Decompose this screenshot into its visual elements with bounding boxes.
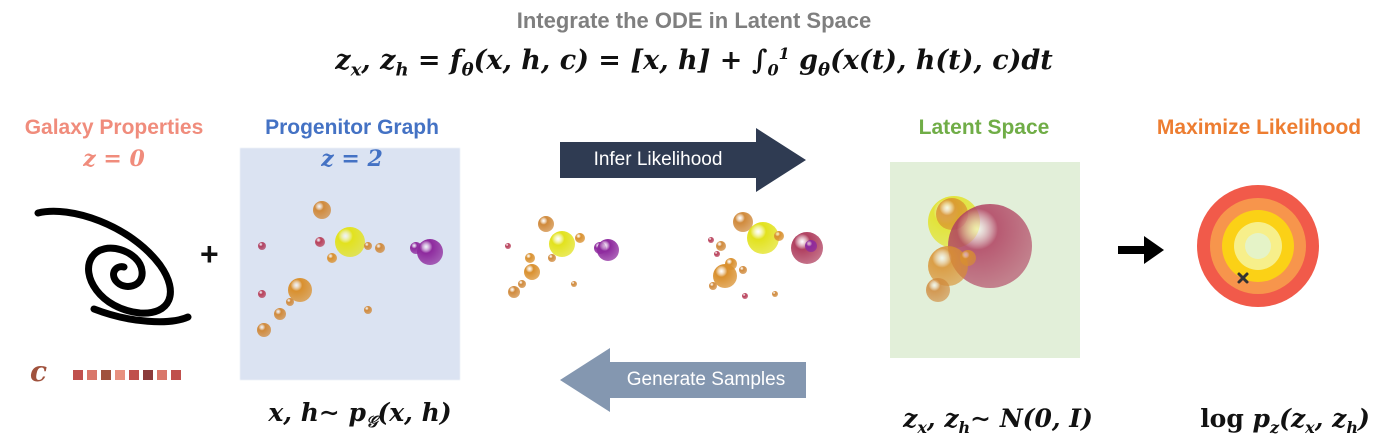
node-sphere <box>505 243 511 249</box>
node-sphere <box>709 282 717 290</box>
node-sphere <box>538 216 554 232</box>
node-sphere <box>549 231 575 257</box>
node-sphere <box>548 254 556 262</box>
node-sphere <box>708 237 714 243</box>
node-sphere <box>772 291 778 297</box>
node-sphere <box>774 231 784 241</box>
node-sphere <box>739 266 747 274</box>
node-sphere <box>335 227 365 257</box>
galaxy-redshift: z = 0 <box>83 146 145 172</box>
ode-equation: zx, zh = fθ(x, h, c) = [x, h] + ∫01 gθ(x… <box>335 44 1053 81</box>
progenitor-distribution-equation: x, h∼ p𝒢(x, h) <box>268 398 452 431</box>
progenitor-redshift: z = 2 <box>321 146 383 172</box>
node-sphere <box>713 264 737 288</box>
generate-samples-label: Generate Samples <box>626 369 786 390</box>
node-sphere <box>313 201 331 219</box>
right-arrow-icon <box>1118 236 1164 264</box>
node-sphere <box>960 250 976 266</box>
node-sphere <box>258 242 266 250</box>
node-sphere <box>518 280 526 288</box>
condition-vector-cell <box>171 370 181 380</box>
node-sphere <box>948 204 1032 288</box>
node-sphere <box>315 237 325 247</box>
diagram-title: Integrate the ODE in Latent Space <box>516 8 872 33</box>
node-sphere <box>926 278 950 302</box>
galaxy-properties-label: Galaxy Properties <box>24 116 204 139</box>
latent-space-label: Latent Space <box>918 116 1050 139</box>
node-sphere <box>327 253 337 263</box>
node-sphere <box>928 246 968 286</box>
node-sphere <box>742 293 748 299</box>
galaxy-spiral-icon <box>34 207 192 326</box>
node-sphere <box>805 240 817 252</box>
node-sphere <box>274 308 286 320</box>
condition-variable: c <box>30 355 48 388</box>
node-sphere <box>575 233 585 243</box>
infer-likelihood-arrow <box>560 128 806 192</box>
progenitor-graph-spheres <box>257 201 443 337</box>
cross-marker-icon <box>1237 272 1249 284</box>
node-sphere <box>258 290 266 298</box>
node-sphere <box>508 286 520 298</box>
infer-likelihood-label: Infer Likelihood <box>593 149 723 170</box>
node-sphere <box>524 264 540 280</box>
node-sphere <box>288 278 312 302</box>
progenitor-graph-label: Progenitor Graph <box>265 116 439 139</box>
node-sphere <box>714 251 720 257</box>
plus-sign: + <box>200 236 219 272</box>
node-sphere <box>257 323 271 337</box>
latent-prior-equation: zx, zh∼ N(0, I) <box>903 404 1093 437</box>
node-sphere <box>716 241 726 251</box>
log-likelihood-equation: log pz(zx, zh) <box>1200 404 1370 437</box>
node-sphere <box>417 239 443 265</box>
condition-vector-cell <box>143 370 153 380</box>
maximize-likelihood-label: Maximize Likelihood <box>1156 116 1362 139</box>
intermediate-state-2 <box>708 212 823 299</box>
latent-space-spheres <box>926 196 1032 302</box>
node-sphere <box>747 222 779 254</box>
condition-vector-cell <box>157 370 167 380</box>
node-sphere <box>364 242 372 250</box>
node-sphere <box>733 212 753 232</box>
node-sphere <box>597 239 619 261</box>
target-icon <box>1197 185 1319 307</box>
node-sphere <box>286 298 294 306</box>
condition-vector-cell <box>115 370 125 380</box>
node-sphere <box>525 253 535 263</box>
condition-vector-cell <box>73 370 83 380</box>
node-sphere <box>571 281 577 287</box>
condition-vector-cell <box>87 370 97 380</box>
condition-vector-cell <box>129 370 139 380</box>
condition-vector-cell <box>101 370 111 380</box>
node-sphere <box>375 243 385 253</box>
progenitor-graph-panel <box>240 148 460 380</box>
node-sphere <box>364 306 372 314</box>
intermediate-state-1 <box>505 216 619 298</box>
generate-samples-arrow <box>560 348 806 412</box>
